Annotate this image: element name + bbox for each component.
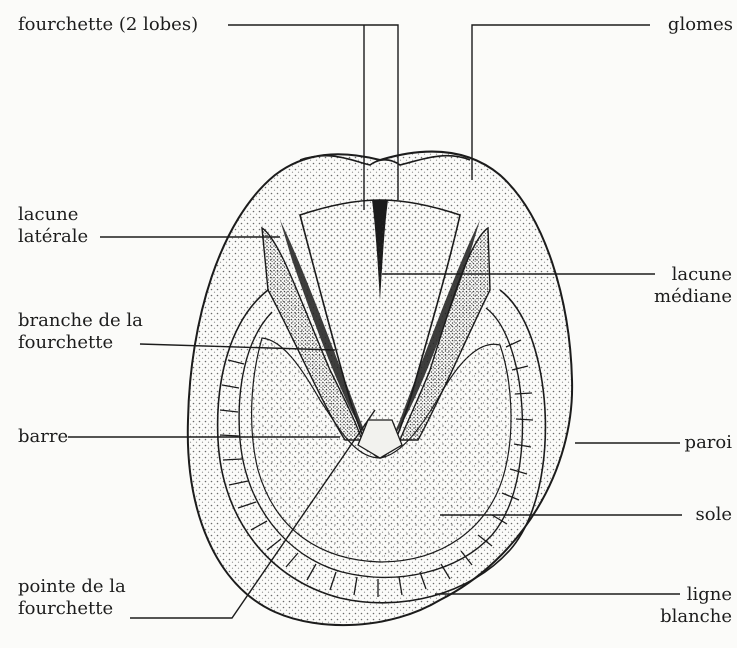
label-pointe-line2: fourchette: [18, 598, 126, 620]
label-glomes: glomes: [655, 14, 733, 36]
label-lacune-mediane-line1: lacune: [640, 264, 732, 286]
label-sole: sole: [660, 504, 732, 526]
label-ligne-blanche-line2: blanche: [650, 606, 732, 628]
label-ligne-blanche: ligne blanche: [650, 584, 732, 628]
label-branche-line2: fourchette: [18, 332, 143, 354]
label-ligne-blanche-line1: ligne: [650, 584, 732, 606]
label-lacune-laterale-line2: latérale: [18, 226, 88, 248]
label-barre: barre: [18, 426, 68, 448]
label-paroi: paroi: [660, 432, 732, 454]
leader-glomes: [472, 25, 650, 180]
label-branche-de-la-fourchette: branche de la fourchette: [18, 310, 143, 354]
label-lacune-laterale: lacune latérale: [18, 204, 88, 248]
label-lacune-mediane-line2: médiane: [640, 286, 732, 308]
label-pointe-line1: pointe de la: [18, 576, 126, 598]
label-fourchette-2-lobes: fourchette (2 lobes): [18, 14, 198, 36]
label-lacune-laterale-line1: lacune: [18, 204, 88, 226]
label-lacune-mediane: lacune médiane: [640, 264, 732, 308]
label-branche-line1: branche de la: [18, 310, 143, 332]
label-pointe-de-la-fourchette: pointe de la fourchette: [18, 576, 126, 620]
